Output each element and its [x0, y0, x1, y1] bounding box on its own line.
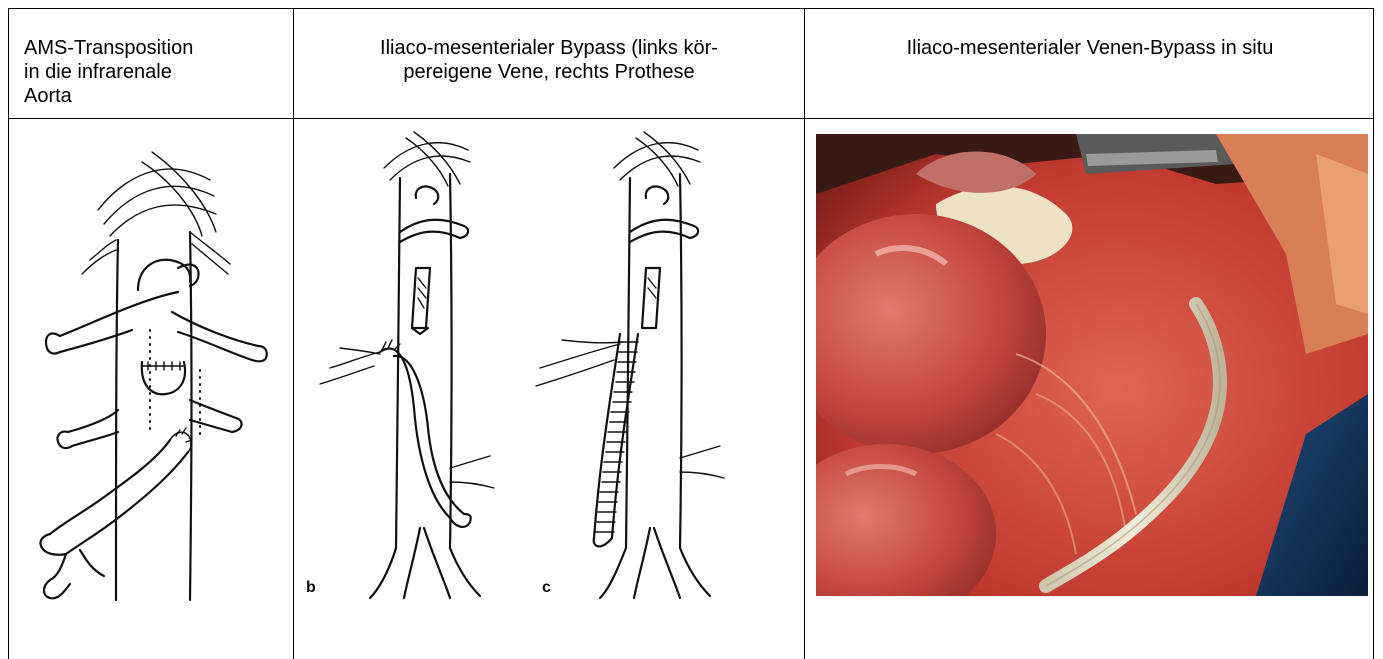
panel-c-drawing: c [536, 132, 724, 598]
table-border-left [8, 8, 9, 659]
panel-b-label: b [306, 579, 316, 596]
table-column-divider-1 [293, 8, 294, 659]
panel-b-drawing: b [306, 132, 494, 598]
header-cell-iliaco-mesenterialer-bypass: Iliaco-mesenterialer Bypass (links kör- … [300, 36, 798, 84]
panel-c-label: c [542, 579, 551, 596]
table-row-divider [8, 118, 1374, 119]
intraoperative-photo [816, 134, 1368, 596]
iliaco-mesenterialer-bypass-illustration: b c [300, 128, 800, 608]
header-cell-ams-transposition: AMS-Transposition in die infrarenale Aor… [24, 36, 286, 108]
ams-transposition-illustration [20, 140, 280, 620]
table-border-top [8, 8, 1374, 9]
table-column-divider-2 [804, 8, 805, 659]
header-cell-venen-bypass-in-situ: Iliaco-mesenterialer Venen-Bypass in sit… [812, 36, 1368, 60]
table-border-right [1373, 8, 1374, 659]
